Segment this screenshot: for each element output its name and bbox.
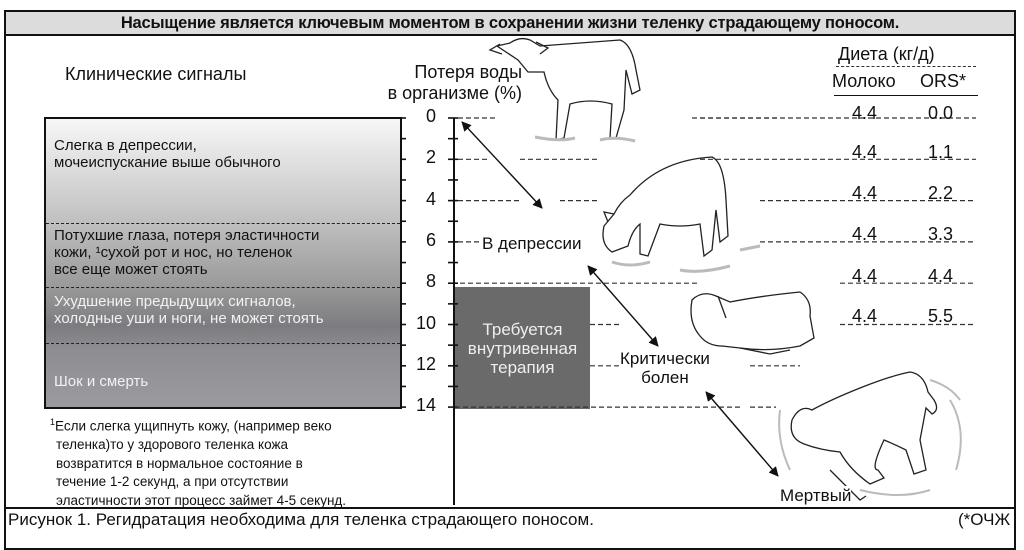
ground-shading: [534, 135, 636, 143]
water-loss-tick-label: 2: [425, 147, 436, 168]
figure-caption-right: (*ОЧЖ: [958, 510, 1011, 529]
signs-band-sunken-eyes: Потухшие глаза, потеря эластичности кожи…: [54, 227, 320, 278]
ground-shading: [778, 379, 962, 496]
stage-label-critical: Критически болен: [620, 349, 710, 387]
water-loss-heading: Потеря воды в организме (%): [356, 62, 522, 104]
diagram-graphics: [400, 37, 976, 505]
water-loss-heading-line1: Потеря воды: [414, 62, 522, 82]
water-loss-tick-label: 8: [425, 271, 436, 292]
band-separator: [46, 223, 400, 224]
arrow-critical-to-dead: [705, 391, 779, 477]
band-separator: [46, 343, 400, 344]
diet-heading: Диета (кг/д): [838, 44, 935, 64]
stage-label-dead: Мертвый: [780, 486, 852, 505]
figure-caption: Рисунок 1. Регидратация необходима для т…: [8, 510, 594, 529]
diet-col-ors: ORS*: [920, 71, 967, 91]
diet-milk-value: 4.4: [852, 142, 878, 162]
diet-ors-value: 0.0: [928, 103, 954, 123]
diet-ors-value: 3.3: [928, 224, 954, 244]
clinical-signs-box: Слегка в депрессии, мочеиспускание выше …: [44, 117, 402, 409]
calf-standing-icon: [488, 37, 641, 141]
water-loss-heading-line2: в организме (%): [387, 83, 522, 103]
band-separator: [46, 287, 400, 288]
diet-header-rule: [834, 95, 978, 96]
diet-milk-value: 4.4: [852, 103, 878, 123]
diet-ors-value: 5.5: [928, 306, 954, 326]
diet-milk-value: 4.4: [852, 183, 878, 203]
diet-ors-value: 1.1: [928, 142, 954, 162]
level-dashed-lines: [455, 117, 976, 408]
arrow-depressed-to-critical: [587, 265, 659, 347]
water-loss-tick-label: 6: [425, 229, 436, 250]
calf-depressed-icon: [602, 156, 729, 258]
signs-band-slightly-depressed: Слегка в депрессии, мочеиспускание выше …: [54, 137, 281, 171]
signs-band-shock-death: Шок и смерть: [54, 373, 149, 390]
clinical-signs-heading: Клинические сигналы: [65, 64, 247, 84]
footnote: 1Если слегка ущипнуть кожу, (например ве…: [50, 417, 347, 508]
iv-therapy-box: Требуется внутривенная терапия: [455, 287, 590, 409]
diet-ors-value: 2.2: [928, 183, 954, 203]
water-loss-tick-label: 10: [415, 312, 436, 333]
caption-rule: [4, 507, 1016, 509]
diet-col-milk: Молоко: [832, 71, 896, 91]
diet-milk-value: 4.4: [852, 306, 878, 326]
water-loss-tick-label: 0: [425, 106, 436, 126]
diet-milk-value: 4.4: [852, 266, 878, 286]
figure-title: Насыщение является ключевым моментом в с…: [6, 12, 1014, 36]
calf-dead-icon: [790, 371, 938, 501]
water-loss-tick-label: 14: [415, 395, 436, 416]
water-loss-tick-label: 12: [415, 353, 436, 374]
diet-milk-value: 4.4: [852, 224, 878, 244]
ground-shading: [611, 244, 761, 273]
diet-heading-rule: [836, 66, 976, 67]
calf-lying-icon: [690, 291, 815, 355]
water-loss-axis: [400, 117, 458, 505]
diet-ors-value: 4.4: [928, 266, 954, 286]
arrow-normal-to-depressed: [461, 121, 543, 209]
signs-band-worsening: Ухудшение предыдущих сигналов, холодные …: [54, 293, 324, 327]
stage-label-depressed: В депрессии: [482, 234, 582, 253]
water-loss-tick-label: 4: [425, 188, 436, 209]
